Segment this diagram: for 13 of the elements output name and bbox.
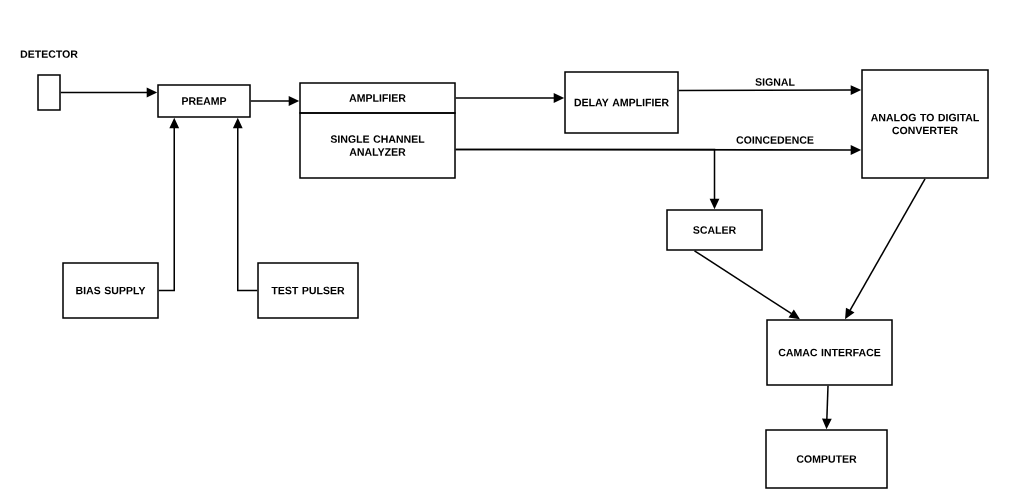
edge-label: COINCEDENCE xyxy=(734,135,816,145)
node-heading: DETECTOR xyxy=(20,50,78,58)
block-box: ANALOG TO DIGITAL CONVERTER xyxy=(861,69,989,179)
block-box: CAMAC INTERFACE xyxy=(766,319,893,386)
block-box: TEST PULSER xyxy=(257,262,359,319)
block-box: SINGLE CHANNEL ANALYZER xyxy=(299,112,456,179)
edge-label: SIGNAL xyxy=(753,77,797,87)
block-box: AMPLIFIER xyxy=(299,82,456,114)
block-box: COMPUTER xyxy=(765,429,888,489)
block-box: PREAMP xyxy=(157,84,251,118)
block-box: DELAY AMPLIFIER xyxy=(564,71,679,134)
block-box: SCALER xyxy=(666,209,763,251)
block-box: BIAS SUPPLY xyxy=(62,262,159,319)
